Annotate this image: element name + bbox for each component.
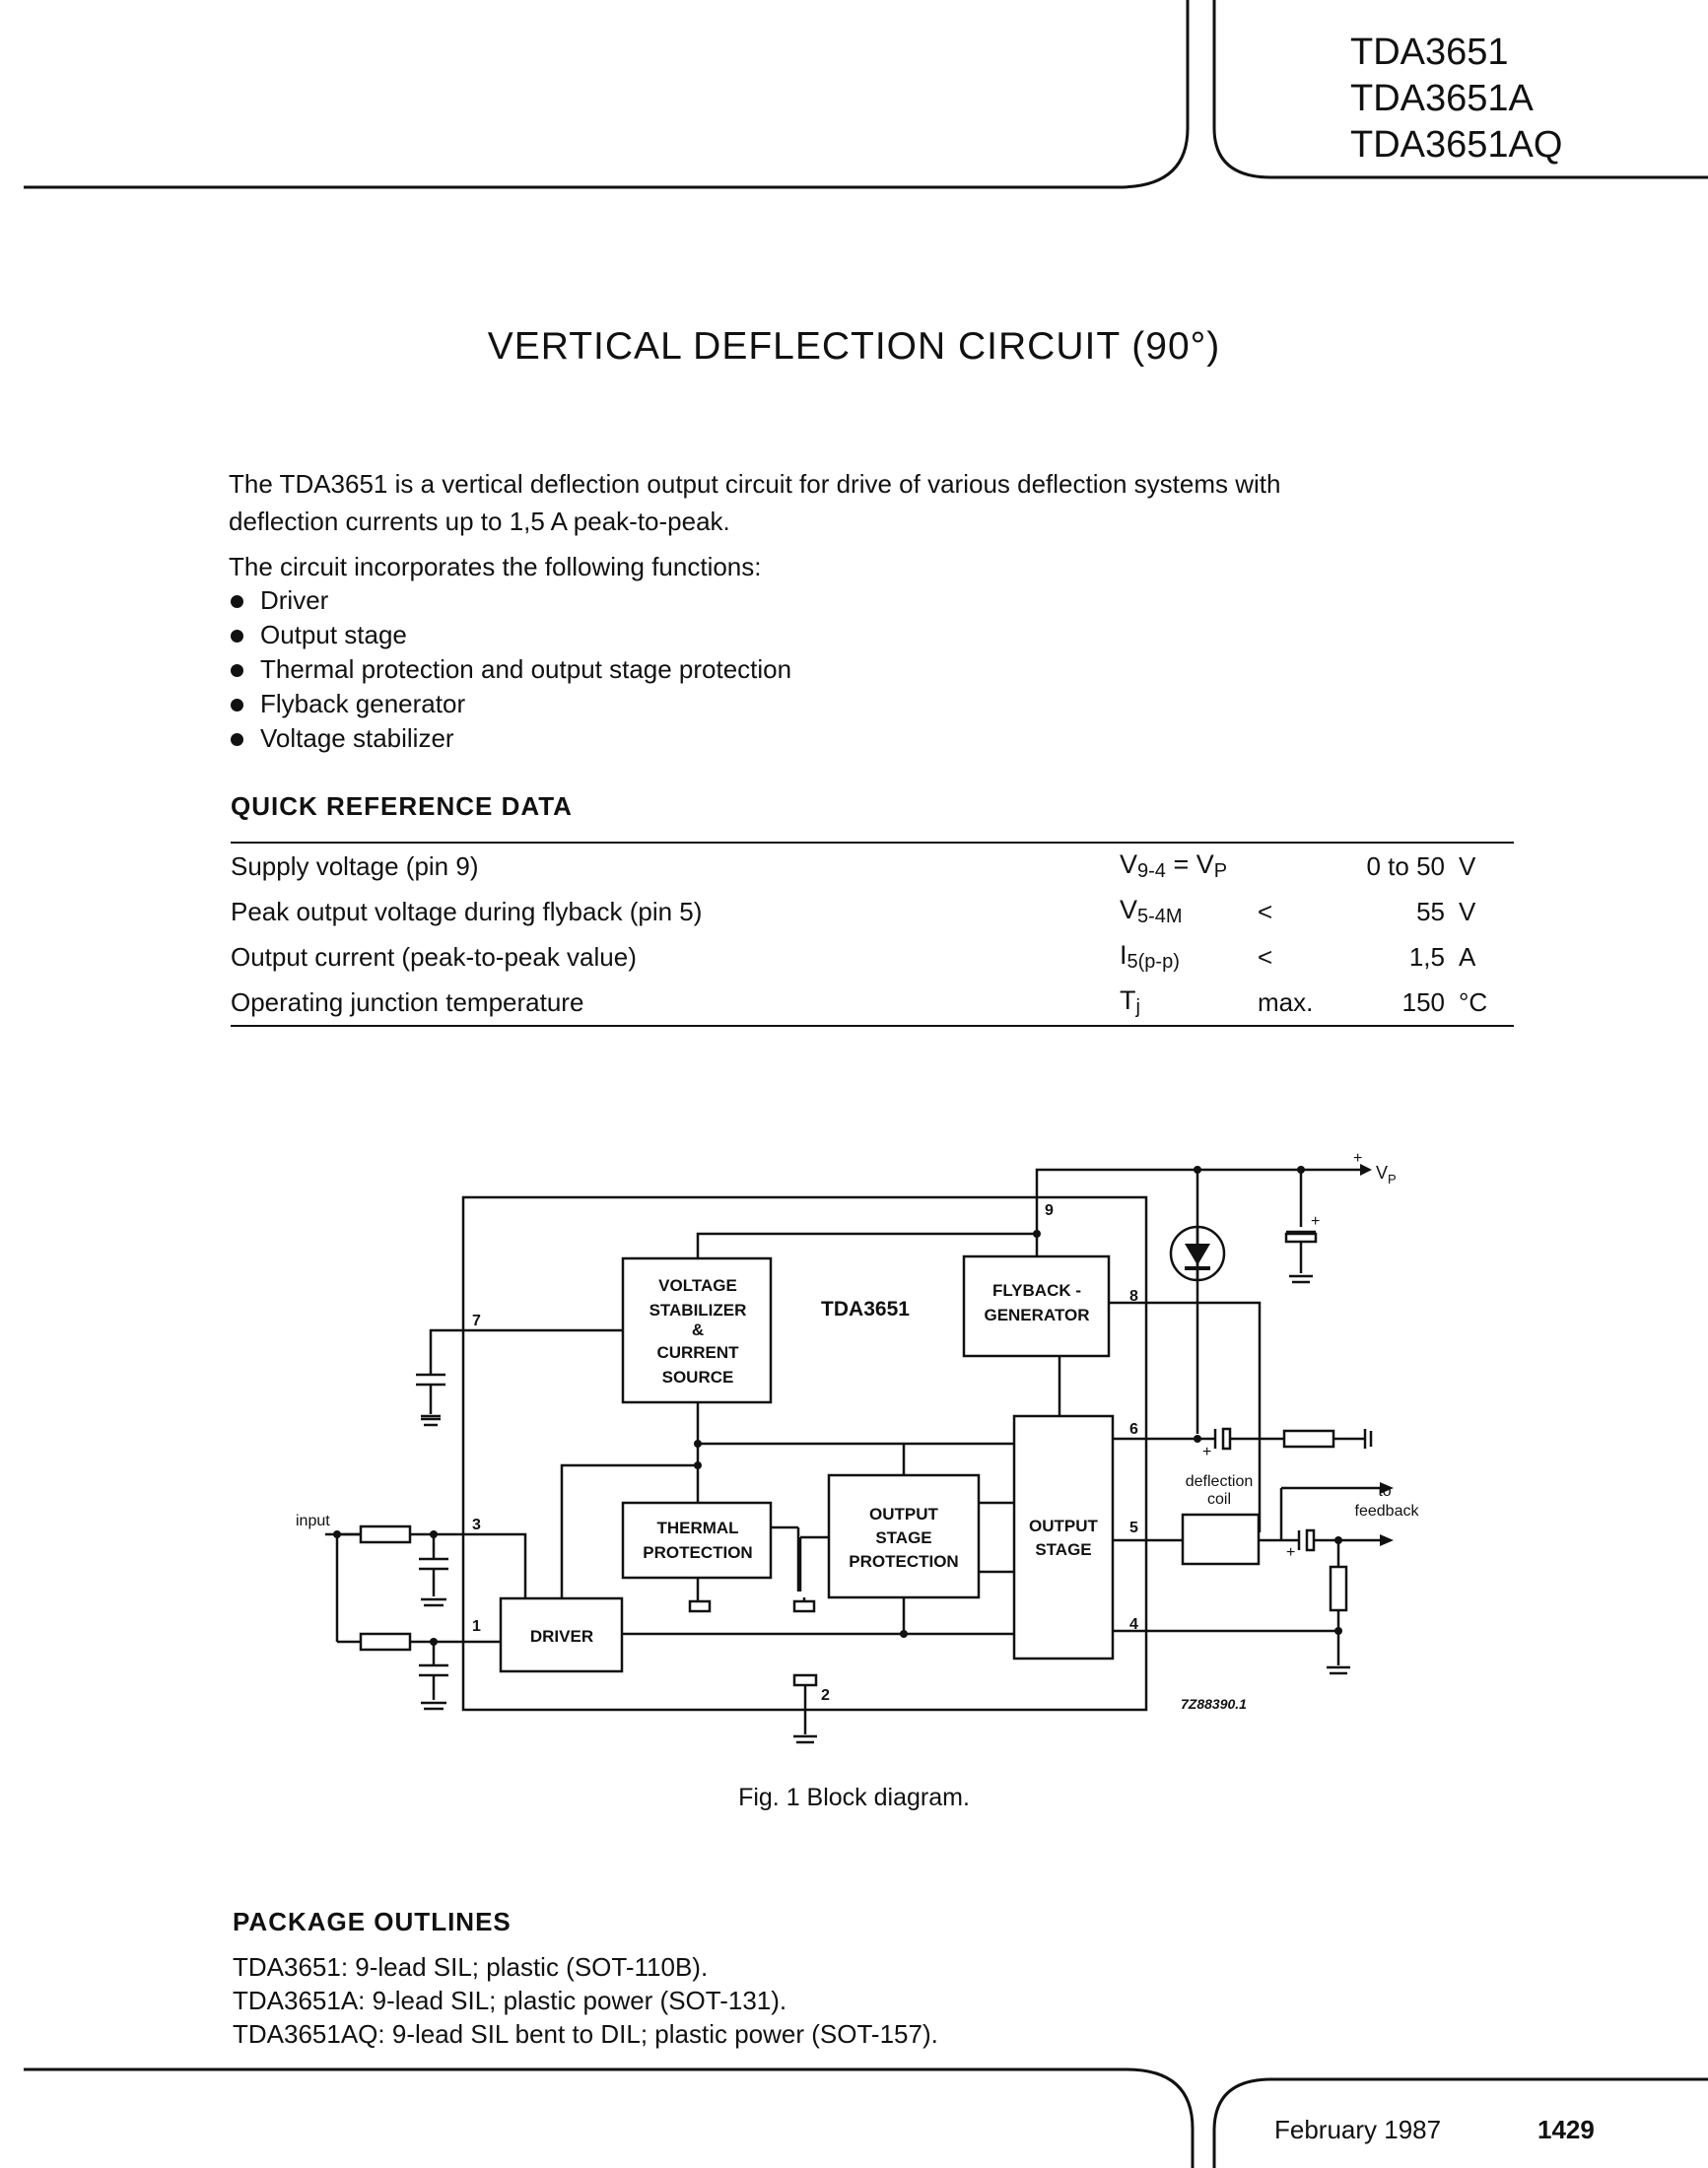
output-stage-protection-label: PROTECTION <box>849 1552 958 1571</box>
unit-cell: V <box>1459 850 1476 881</box>
output-stage-label: OUTPUT <box>1029 1517 1099 1535</box>
table-row: Output current (peak-to-peak value) I5(p… <box>231 934 1514 980</box>
pin-number: 3 <box>472 1517 481 1533</box>
intro-line: The TDA3651 is a vertical deflection out… <box>229 469 1281 499</box>
thermal-protection-block <box>621 1501 773 1580</box>
package-line: TDA3651A: 9-lead SIL; plastic power (SOT… <box>233 1986 787 2015</box>
plus-sign: + <box>1311 1213 1320 1230</box>
quick-reference-table: Supply voltage (pin 9) V9-4 = VP 0 to 50… <box>231 842 1514 1027</box>
list-item: Thermal protection and output stage prot… <box>229 652 791 687</box>
pin-number: 5 <box>1129 1520 1138 1536</box>
plus-sign: + <box>1286 1544 1295 1561</box>
page-title: VERTICAL DEFLECTION CIRCUIT (90°) <box>487 325 1221 368</box>
voltage-stabilizer-label: VOLTAGE <box>658 1276 737 1295</box>
pin-number: 2 <box>821 1687 830 1704</box>
output-stage-protection-label: STAGE <box>875 1528 931 1547</box>
vp-label: VP <box>1376 1163 1397 1186</box>
pin-number: 1 <box>472 1618 481 1635</box>
flyback-generator-label: GENERATOR <box>984 1306 1089 1324</box>
part-number: TDA3651AQ <box>1350 124 1563 166</box>
value-cell: 150 <box>1401 986 1445 1017</box>
output-stage-block <box>1012 1414 1115 1660</box>
functions-intro: The circuit incorporates the following f… <box>229 552 762 581</box>
param-cell: Supply voltage (pin 9) <box>231 850 479 881</box>
param-cell: Peak output voltage during flyback (pin … <box>231 896 703 926</box>
chip-label: TDA3651 <box>821 1298 910 1321</box>
unit-cell: A <box>1459 941 1476 972</box>
condition-cell: max. <box>1258 986 1314 1017</box>
footer-date: February 1987 <box>1274 2115 1442 2144</box>
functions-list: Driver Output stage Thermal protection a… <box>229 583 791 756</box>
package-line: TDA3651AQ: 9-lead SIL bent to DIL; plast… <box>233 2019 938 2049</box>
input-label: input <box>296 1513 330 1529</box>
driver-label: DRIVER <box>530 1627 593 1646</box>
deflection-coil-label: coil <box>1207 1491 1231 1508</box>
value-cell: 55 <box>1416 896 1445 926</box>
package-line: TDA3651: 9-lead SIL; plastic (SOT-110B). <box>233 1952 709 1982</box>
list-item: Flyback generator <box>229 687 791 721</box>
page-number: 1429 <box>1537 2115 1595 2144</box>
part-number: TDA3651A <box>1350 78 1534 119</box>
pin-number: 4 <box>1129 1616 1138 1633</box>
pin-number: 6 <box>1129 1421 1138 1438</box>
thermal-protection-label: THERMAL <box>656 1519 738 1537</box>
pin-number: 7 <box>472 1313 481 1329</box>
list-item: Driver <box>229 583 791 618</box>
voltage-stabilizer-label: STABILIZER <box>649 1301 747 1320</box>
intro-line: deflection currents up to 1,5 A peak-to-… <box>229 507 730 536</box>
section-heading: PACKAGE OUTLINES <box>233 1907 512 1936</box>
output-stage-protection-label: OUTPUT <box>869 1505 939 1524</box>
drawing-code: 7Z88390.1 <box>1181 1696 1247 1712</box>
condition-cell: < <box>1258 941 1273 972</box>
flyback-generator-label: FLYBACK - <box>992 1281 1081 1300</box>
param-cell: Operating junction temperature <box>231 986 584 1017</box>
table-row: Supply voltage (pin 9) V9-4 = VP 0 to 50… <box>231 843 1514 889</box>
voltage-stabilizer-label: SOURCE <box>662 1368 734 1387</box>
figure-caption: Fig. 1 Block diagram. <box>738 1784 970 1811</box>
unit-cell: °C <box>1459 986 1488 1017</box>
part-number: TDA3651 <box>1350 32 1509 73</box>
value-cell: 0 to 50 <box>1366 850 1445 881</box>
plus-sign: + <box>1353 1150 1362 1167</box>
deflection-coil-label: deflection <box>1186 1473 1254 1490</box>
list-item: Output stage <box>229 618 791 652</box>
list-item: Voltage stabilizer <box>229 721 791 756</box>
unit-cell: V <box>1459 896 1476 926</box>
symbol-cell: Tj <box>1120 985 1140 1018</box>
to-feedback-label: to <box>1378 1483 1391 1500</box>
symbol-cell: V9-4 = VP <box>1120 849 1228 882</box>
param-cell: Output current (peak-to-peak value) <box>231 941 637 972</box>
voltage-stabilizer-label: & <box>692 1321 704 1339</box>
symbol-cell: V5-4M <box>1120 895 1183 927</box>
pin-number: 9 <box>1045 1202 1054 1219</box>
plus-sign: + <box>1202 1444 1211 1460</box>
value-cell: 1,5 <box>1408 941 1445 972</box>
table-row: Peak output voltage during flyback (pin … <box>231 889 1514 934</box>
voltage-stabilizer-label: CURRENT <box>656 1343 739 1362</box>
pin-number: 8 <box>1129 1288 1138 1305</box>
section-heading: QUICK REFERENCE DATA <box>231 791 573 821</box>
output-stage-label: STAGE <box>1035 1540 1091 1559</box>
thermal-protection-label: PROTECTION <box>643 1543 752 1562</box>
condition-cell: < <box>1258 896 1273 926</box>
to-feedback-label: feedback <box>1355 1503 1420 1520</box>
table-row: Operating junction temperature Tj max. 1… <box>231 980 1514 1026</box>
symbol-cell: I5(p-p) <box>1120 940 1180 973</box>
